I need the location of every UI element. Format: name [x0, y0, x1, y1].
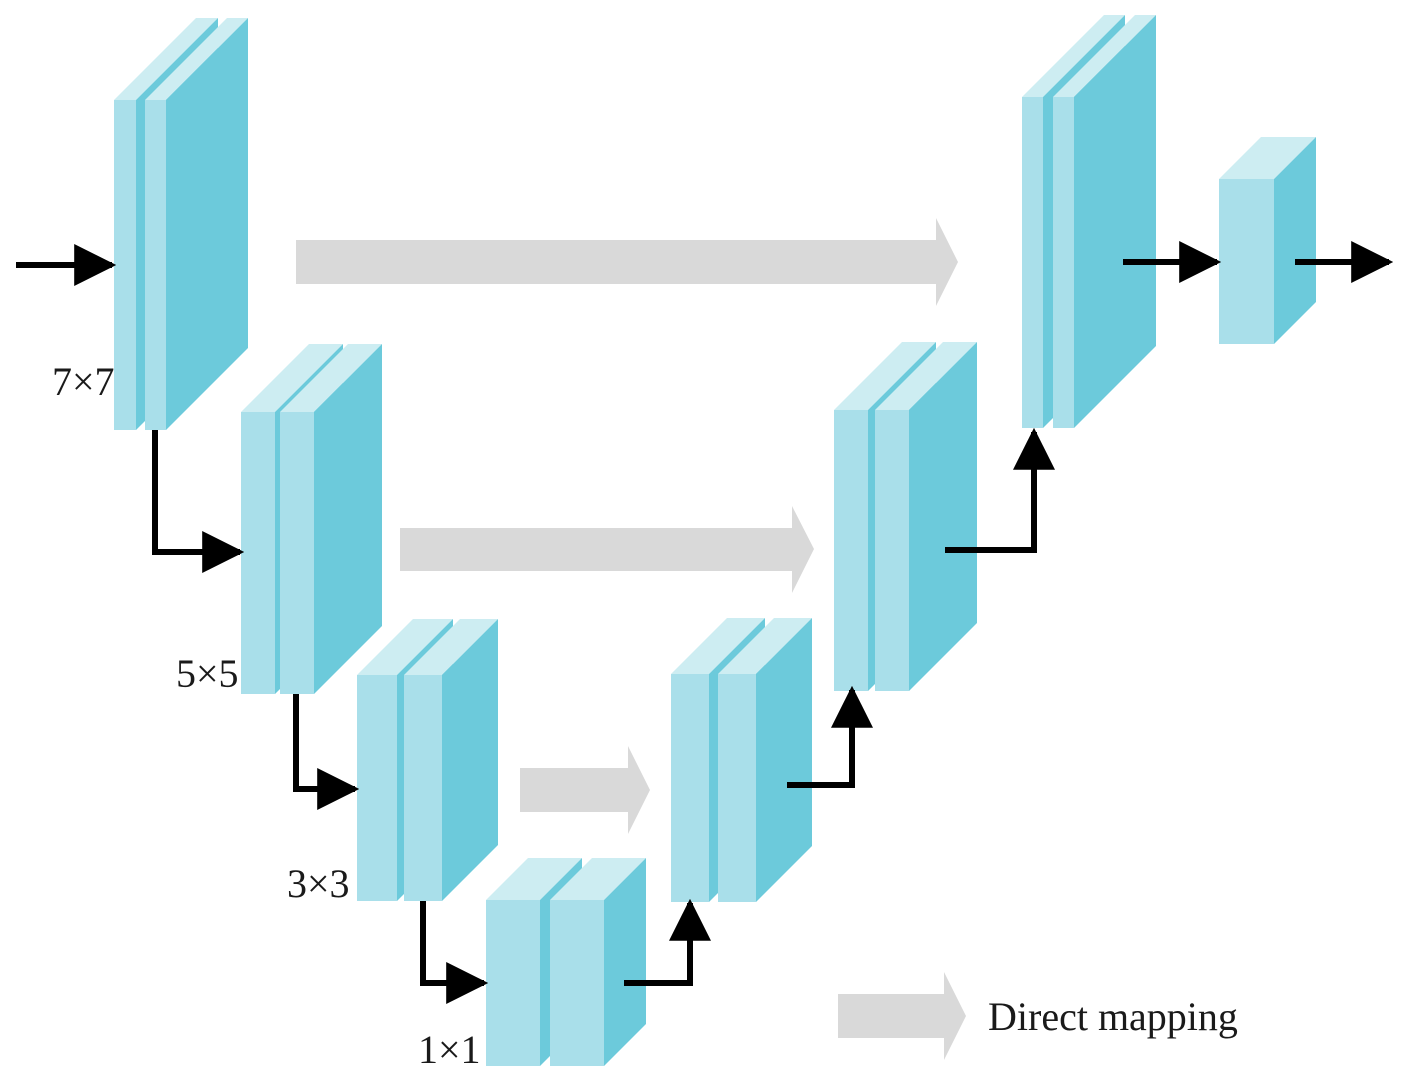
kernel-label-1x1: 1×1 [418, 1027, 481, 1072]
bottleneck-block [486, 858, 646, 1066]
feature-blocks [114, 15, 1316, 1066]
layer-1-front [241, 412, 275, 694]
layer-2-front [718, 674, 756, 902]
layer-1-top [241, 344, 343, 412]
flow-arrows [16, 241, 1394, 1004]
skip-connection-arrow-1 [296, 218, 958, 306]
decoder-block-1 [1022, 15, 1156, 428]
kernel-size-labels: 7×7 5×5 3×3 1×1 [52, 359, 481, 1072]
layer-1-top [834, 342, 936, 410]
layer-2-top [718, 618, 812, 674]
layer-2-top [550, 858, 646, 900]
encoder-block-2 [241, 344, 382, 694]
layer-1-top [671, 618, 765, 674]
layer-2-top [1053, 15, 1156, 97]
down-arrow-2 [293, 694, 360, 810]
layer-1-front [1219, 179, 1274, 344]
layer-2-top [875, 342, 977, 410]
legend-mapping-arrow [838, 972, 966, 1060]
layer-1-top [1022, 15, 1125, 97]
mapping-arrows [296, 218, 966, 1060]
layer-1-top [486, 858, 582, 900]
up-arrow-2 [787, 685, 873, 788]
down-arrow-3 [420, 901, 489, 1004]
skip-connection-arrow-3 [520, 746, 650, 834]
up-arrow-1 [624, 898, 711, 986]
layer-1-top [357, 619, 453, 675]
layer-2-top [404, 619, 498, 675]
layer-1-front [671, 674, 709, 902]
layer-1-top [1219, 137, 1316, 179]
layer-2-top [145, 18, 248, 100]
layer-2-side [756, 618, 812, 902]
layer-1-front [1022, 97, 1043, 428]
kernel-label-5x5: 5×5 [176, 651, 239, 696]
layer-2-side [442, 619, 498, 901]
layer-1-front [834, 410, 868, 691]
layer-2-top [280, 344, 382, 412]
layer-2-front [404, 675, 442, 901]
decoder-block-3 [671, 618, 812, 902]
layer-2-front [1053, 97, 1074, 428]
layer-2-side [166, 18, 248, 430]
layer-2-front [875, 410, 909, 691]
kernel-label-3x3: 3×3 [287, 861, 350, 906]
up-arrow-3 [945, 427, 1055, 553]
decoder-block-2 [834, 342, 977, 691]
layer-1-top [114, 18, 218, 100]
down-arrow-1 [152, 430, 245, 573]
layer-1-side [1274, 137, 1316, 344]
layer-1-front [114, 100, 136, 430]
kernel-label-7x7: 7×7 [52, 359, 115, 404]
skip-connection-arrow-2 [400, 506, 814, 593]
layer-2-front [280, 412, 314, 694]
layer-2-front [550, 900, 604, 1066]
layer-2-side [314, 344, 382, 694]
legend-label: Direct mapping [988, 994, 1238, 1039]
encoder-block-1 [114, 18, 248, 430]
layer-1-front [486, 900, 540, 1066]
layer-1-front [357, 675, 397, 901]
layer-2-side [604, 858, 646, 1066]
layer-2-front [145, 100, 166, 430]
encoder-block-3 [357, 619, 498, 901]
layer-2-side [1074, 15, 1156, 428]
layer-2-side [909, 342, 977, 691]
output-block [1219, 137, 1316, 344]
